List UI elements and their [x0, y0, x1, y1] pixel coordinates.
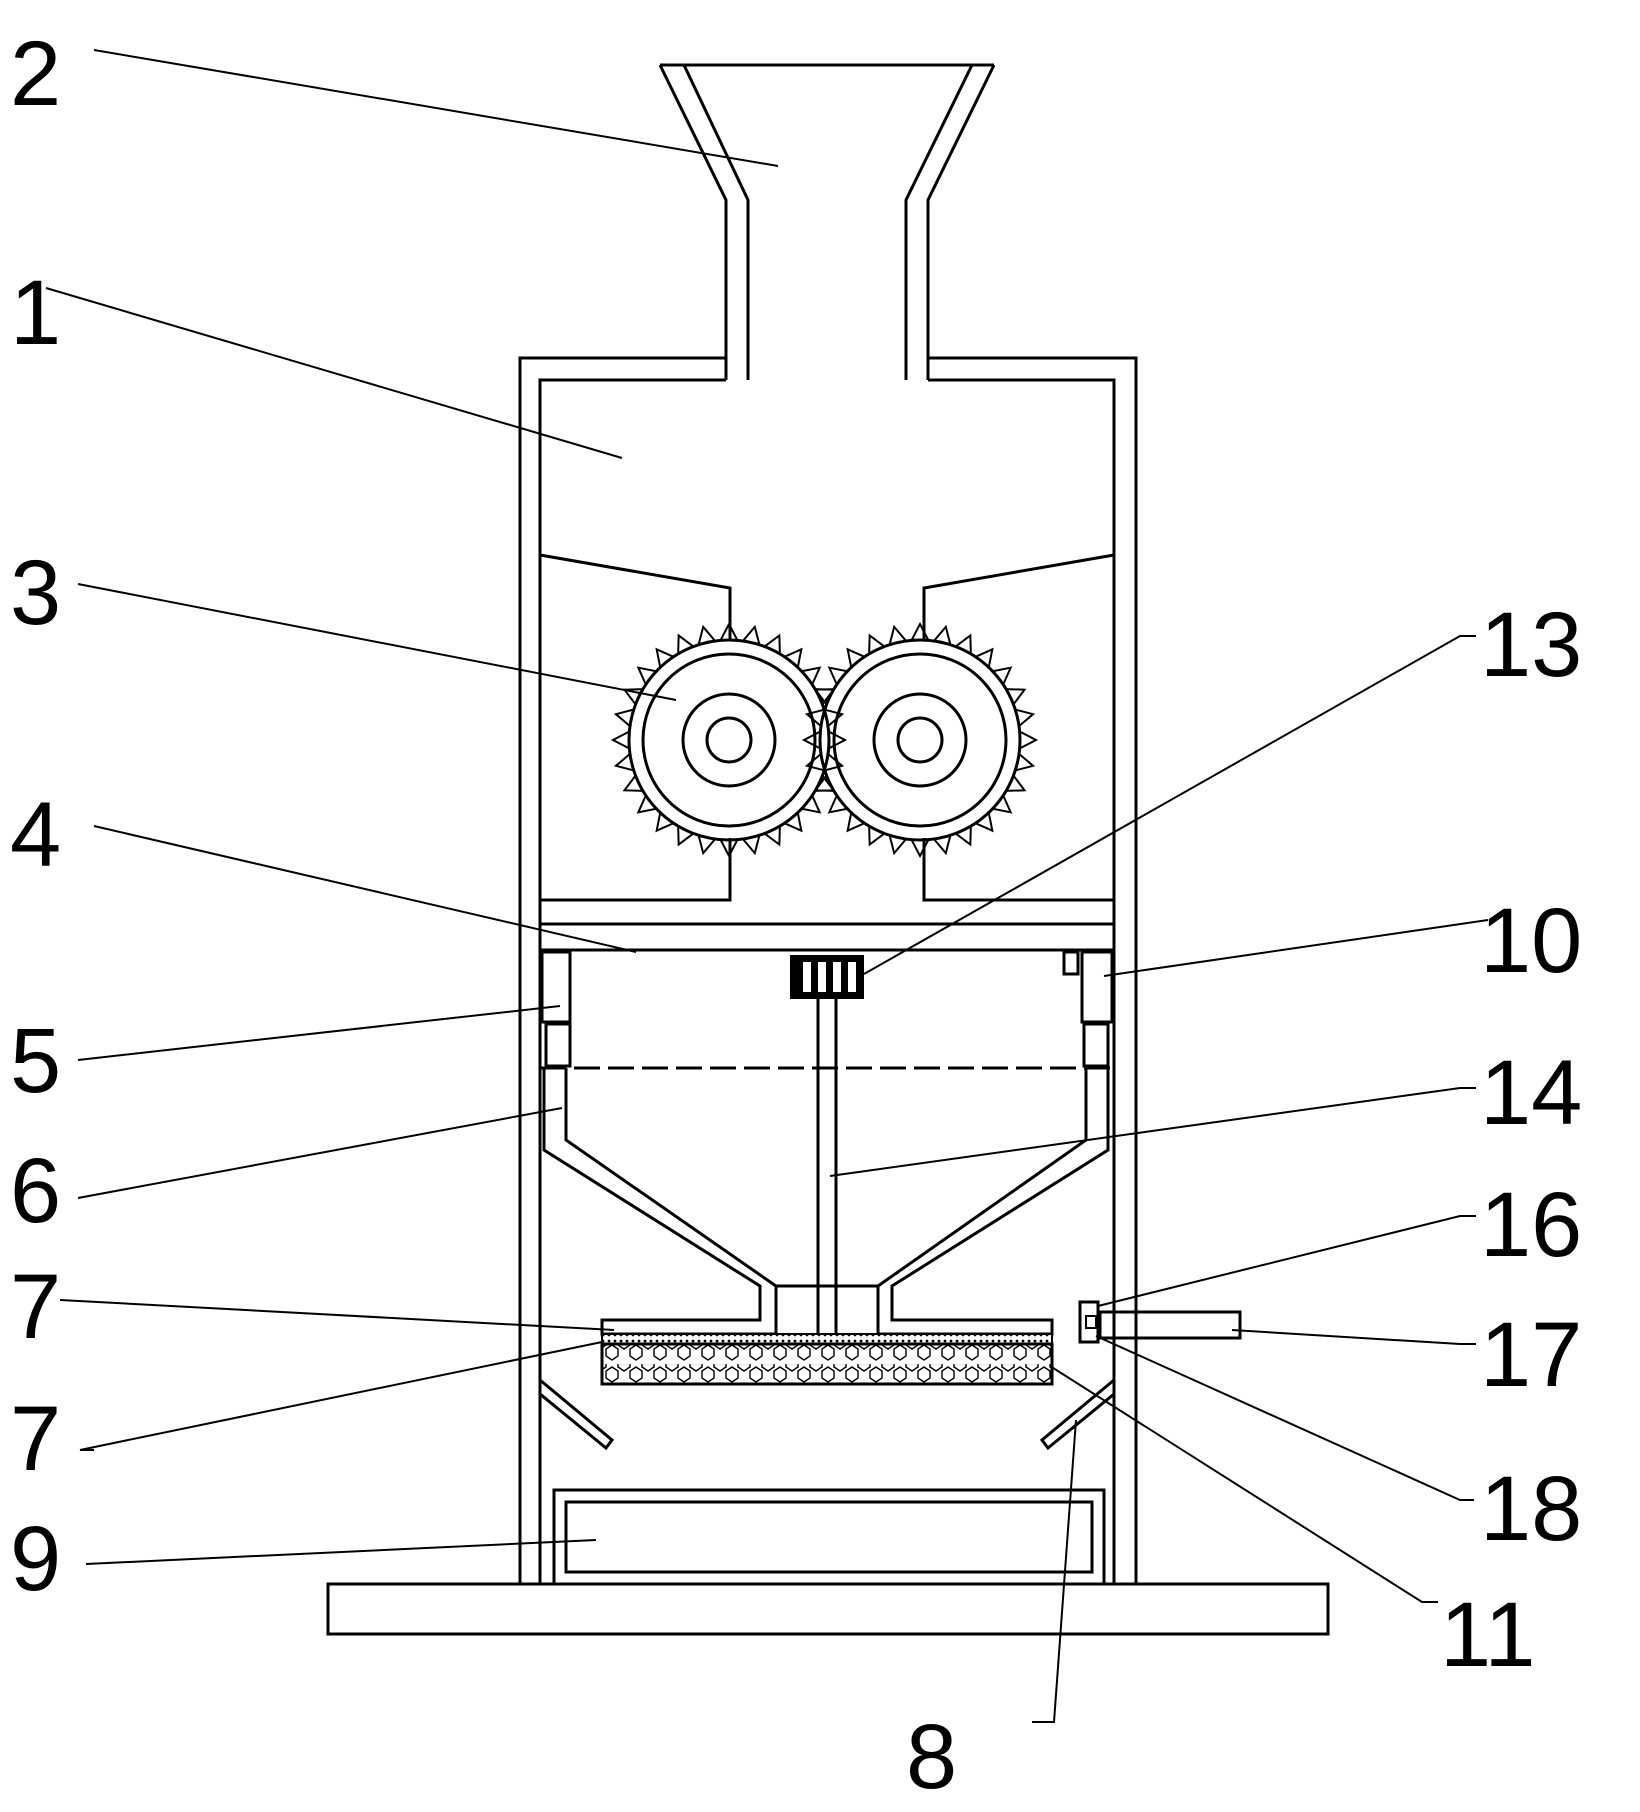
- leader-lines: [46, 50, 1488, 1722]
- roller-tooth: [784, 813, 801, 831]
- label-9: 9: [10, 1508, 61, 1610]
- crushing-roller-left: [613, 624, 845, 856]
- label-10: 10: [1480, 890, 1582, 992]
- base-plate: [328, 1584, 1328, 1634]
- roller-tooth: [975, 813, 992, 831]
- roller-tooth: [848, 649, 865, 667]
- roller-tooth: [638, 668, 656, 685]
- roller-tooth: [613, 732, 629, 749]
- roller-tooth: [616, 754, 634, 771]
- roller-tooth: [890, 835, 907, 853]
- label-1: 1: [10, 262, 61, 364]
- roller-tooth: [616, 710, 634, 727]
- label-17: 17: [1480, 1304, 1582, 1406]
- roller-tooth: [829, 795, 847, 812]
- roller-tooth: [657, 813, 674, 831]
- roller-tooth: [743, 835, 760, 853]
- label-3: 3: [10, 542, 61, 644]
- label-2: 2: [10, 23, 61, 125]
- roller-tooth: [657, 649, 674, 667]
- collection-box: [554, 1490, 1104, 1584]
- roller-tooth: [993, 795, 1011, 812]
- roller-tooth: [934, 835, 951, 853]
- label-8: 8: [906, 1706, 957, 1808]
- label-6: 6: [10, 1140, 61, 1242]
- filter-layer-coarse: [602, 1344, 1052, 1384]
- roller-tooth: [1020, 732, 1036, 749]
- roller-tooth: [804, 732, 820, 749]
- roller-tooth: [802, 795, 820, 812]
- label-4: 4: [10, 784, 61, 886]
- collecting-funnel: [544, 1068, 1108, 1334]
- lower-guides: [540, 1380, 1114, 1448]
- motor: [790, 955, 864, 999]
- roller-tooth: [912, 840, 929, 856]
- roller-tooth: [912, 624, 929, 640]
- label-13: 13: [1480, 594, 1582, 696]
- label-5: 5: [10, 1010, 61, 1112]
- label-11: 11: [1440, 1584, 1536, 1686]
- label-7a: 7: [10, 1256, 61, 1358]
- roller-tooth: [890, 627, 907, 645]
- outlet-assembly: [1080, 1302, 1240, 1342]
- label-18: 18: [1480, 1458, 1582, 1560]
- roller-tooth: [638, 795, 656, 812]
- drive-shaft: [818, 999, 836, 1340]
- crushing-roller-right: [804, 624, 1036, 856]
- label-7b: 7: [10, 1388, 61, 1490]
- roller-tooth: [993, 668, 1011, 685]
- roller-tooth: [829, 668, 847, 685]
- roller-tooth: [829, 732, 845, 749]
- roller-tooth: [1015, 754, 1033, 771]
- reference-numerals: 2 1 3 13 4 10 5 6 14 16 7 17 7 18 9 11 8: [10, 23, 1582, 1808]
- roller-tooth: [1015, 710, 1033, 727]
- roller-tooth: [802, 668, 820, 685]
- feed-hopper: [660, 65, 994, 380]
- roller-tooth: [699, 835, 716, 853]
- roller-tooth: [784, 649, 801, 667]
- label-14: 14: [1480, 1042, 1582, 1144]
- label-16: 16: [1480, 1174, 1582, 1276]
- left-slider: [542, 952, 570, 1066]
- right-slider: [1064, 952, 1112, 1066]
- partition-plate: [540, 924, 1114, 950]
- roller-tooth: [699, 627, 716, 645]
- roller-tooth: [743, 627, 760, 645]
- roller-tooth: [934, 627, 951, 645]
- roller-tooth: [975, 649, 992, 667]
- roller-tooth: [848, 813, 865, 831]
